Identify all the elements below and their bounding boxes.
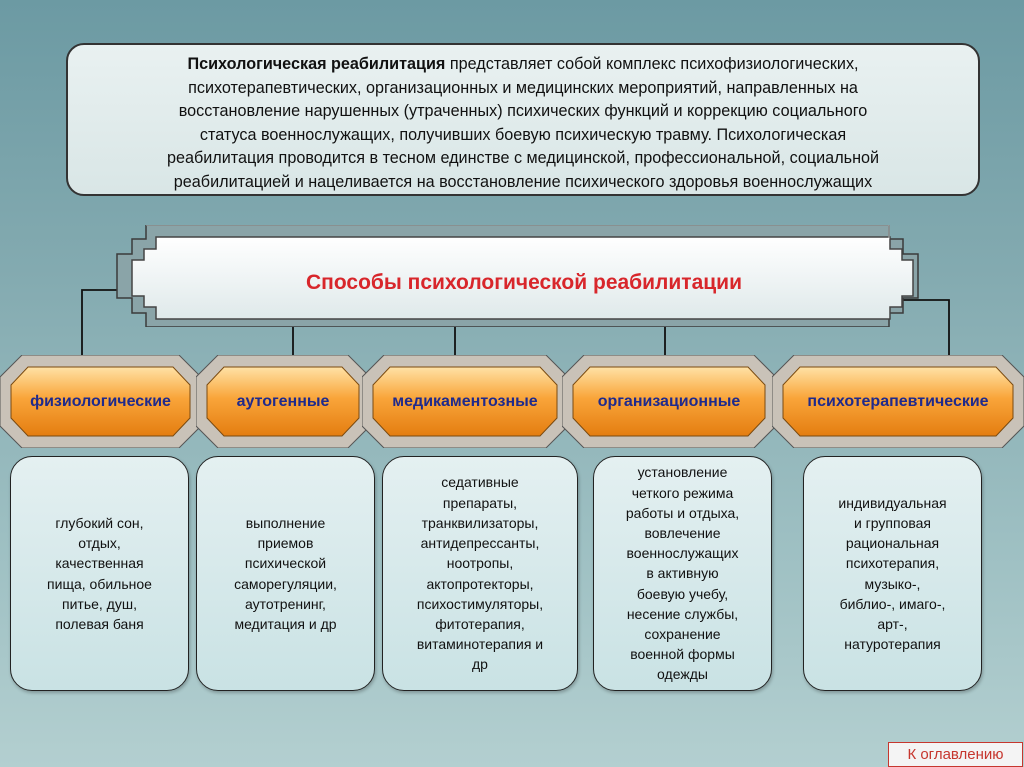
card-autogenic: выполнение приемов психической саморегул…	[196, 456, 375, 691]
definition-line-6: реабилитацией и нацеливается на восстано…	[173, 172, 873, 191]
tab-autogenic: аутогенные	[196, 355, 370, 448]
definition-line-5: реабилитация проводится в тесном единств…	[166, 149, 880, 167]
card-text: седативные препараты, транквилизаторы, а…	[416, 474, 544, 673]
connector-psychotherapeutic	[902, 299, 950, 358]
tab-shape	[0, 355, 201, 448]
tab-organizational: организационные	[562, 355, 776, 448]
tab-label: психотерапевтические	[807, 392, 989, 410]
tab-physiological: физиологические	[0, 355, 201, 448]
tab-label: физиологические	[30, 392, 171, 410]
definition-line-2: психотерапевтических, организационных и …	[188, 78, 858, 97]
tab-psychotherapeutic: психотерапевтические	[772, 355, 1024, 448]
methods-title: Способы психологической реабилитации	[305, 271, 743, 294]
card-text: глубокий сон, отдых, качественная пища, …	[47, 514, 152, 632]
tab-shape	[562, 355, 776, 448]
definition-line-4: статуса военнослужащих, получивших боеву…	[199, 125, 847, 144]
definition-line-1: представляет собой комплекс психофизиоло…	[445, 55, 859, 73]
definition-line-3: восстановление нарушенных (утраченных) п…	[178, 102, 868, 120]
card-text: установление четкого режима работы и отд…	[625, 464, 740, 683]
toc-link-button[interactable]: К оглавлению	[888, 742, 1023, 767]
tab-shape	[362, 355, 568, 448]
tab-shape	[772, 355, 1024, 448]
tab-label: организационные	[597, 392, 741, 410]
card-physiological: глубокий сон, отдых, качественная пища, …	[10, 456, 189, 691]
title-plaque	[116, 225, 919, 327]
card-organizational: установление четкого режима работы и отд…	[593, 456, 772, 691]
definition-term: Психологическая реабилитация	[187, 55, 446, 73]
card-text: выполнение приемов психической саморегул…	[234, 514, 337, 632]
card-medication: седативные препараты, транквилизаторы, а…	[382, 456, 578, 691]
card-psychotherapeutic: индивидуальная и групповая рациональная …	[803, 456, 982, 691]
definition-box: Психологическая реабилитация представляе…	[66, 43, 980, 196]
tab-label: медикаментозные	[392, 392, 538, 410]
tab-label: аутогенные	[236, 392, 330, 410]
card-text: индивидуальная и групповая рациональная …	[838, 494, 947, 653]
tab-medication: медикаментозные	[362, 355, 568, 448]
tab-shape	[196, 355, 370, 448]
